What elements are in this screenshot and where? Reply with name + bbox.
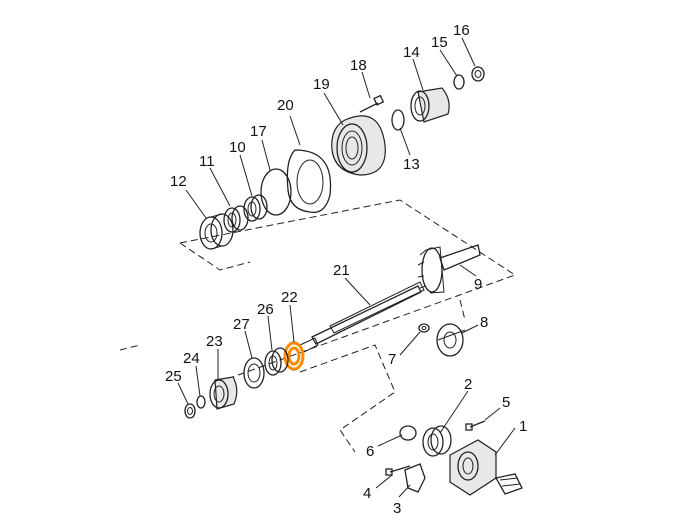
callout-5: 5: [502, 394, 510, 411]
callout-12: 12: [170, 173, 187, 190]
part-20-gasket: [286, 149, 332, 214]
callout-7: 7: [388, 351, 396, 368]
callout-19: 19: [313, 76, 330, 93]
callout-6: 6: [366, 443, 374, 460]
callout-15: 15: [431, 34, 448, 51]
callout-23: 23: [206, 333, 223, 350]
callout-27: 27: [233, 316, 250, 333]
part-13-snap-ring: [391, 109, 405, 131]
callout-9: 9: [474, 276, 482, 293]
part-27-collar: [243, 357, 265, 389]
part-1-gear-case: [449, 439, 523, 496]
callout-20: 20: [277, 97, 294, 114]
part-3-plate: [404, 463, 426, 493]
callout-3: 3: [393, 500, 401, 517]
part-25-nut: [184, 403, 196, 419]
callout-21: 21: [333, 262, 350, 279]
callout-17: 17: [250, 123, 267, 140]
callout-18: 18: [350, 57, 367, 74]
callout-24: 24: [183, 350, 200, 367]
part-8-gear: [436, 323, 466, 357]
callout-13: 13: [403, 156, 420, 173]
callout-26: 26: [257, 301, 274, 318]
callout-10: 10: [229, 139, 246, 156]
part-26-bearing: [264, 347, 289, 376]
callout-16: 16: [453, 22, 470, 39]
callout-11: 11: [199, 153, 215, 170]
part-7-pin: [418, 323, 430, 333]
part-24-washer: [196, 395, 206, 409]
callout-labels: 1 2 3 4 5 6 7 8 9 10 11 12 13 14 15 16 1…: [165, 22, 527, 517]
assembly-dashed-lines: [119, 199, 517, 453]
part-18-bolt: [359, 94, 385, 113]
part-23-bearing-case: [209, 376, 238, 410]
part-10-bearing: [243, 194, 268, 222]
part-11-bearing: [223, 205, 249, 233]
part-15-washer: [453, 74, 465, 90]
callout-4: 4: [363, 485, 371, 502]
callout-1: 1: [519, 418, 527, 435]
part-5-bolt: [465, 420, 486, 431]
part-6-o-ring: [399, 425, 417, 441]
part-19-housing-flange: [331, 115, 386, 176]
callout-22: 22: [281, 289, 298, 306]
callout-8: 8: [480, 314, 488, 331]
leader-lines: [177, 37, 516, 498]
callout-2: 2: [464, 376, 472, 393]
callout-25: 25: [165, 368, 182, 385]
part-14-bearing-case: [410, 87, 450, 123]
part-4-bolt: [385, 465, 411, 476]
part-9-bevel-gear: [417, 244, 481, 294]
part-16-nut: [471, 66, 485, 82]
part-12-bearing: [199, 213, 234, 250]
part-17-o-ring: [260, 168, 292, 216]
part-21-shaft: [299, 281, 425, 353]
callout-14: 14: [403, 44, 420, 61]
part-2-bearing: [422, 425, 452, 457]
